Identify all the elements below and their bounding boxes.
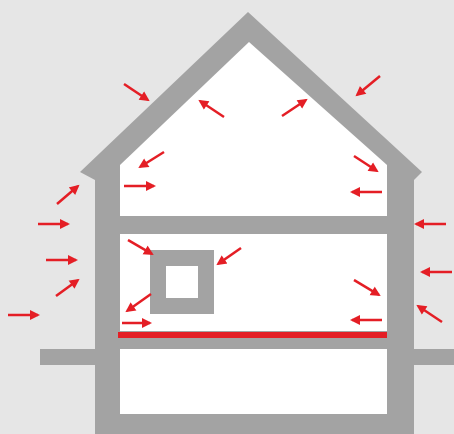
arrow-floor-right-top-heat-flow-arrow-icon — [353, 278, 381, 297]
arrow-attic-mid-left-heat-flow-arrow-icon — [138, 150, 165, 169]
ground-line-left — [40, 349, 98, 365]
arrow-attic-mid-right-heat-flow-arrow-icon — [353, 154, 379, 173]
arrow-floor-window-right-heat-flow-arrow-icon — [216, 246, 242, 266]
arrow-floor-window-bottom-heat-flow-arrow-icon — [125, 292, 152, 313]
basement-interior — [120, 349, 387, 414]
arrow-outside-left-1-heat-flow-arrow-icon — [56, 184, 80, 205]
floor-heating-line — [118, 332, 387, 338]
arrow-floor-window-top-heat-flow-arrow-icon — [127, 238, 154, 256]
arrow-outside-right-3-heat-flow-arrow-icon — [416, 304, 443, 324]
arrow-outside-left-4-heat-flow-arrow-icon — [55, 278, 80, 298]
arrow-outside-roof-right-heat-flow-arrow-icon — [355, 75, 381, 97]
ground-line-right — [406, 349, 454, 365]
arrow-attic-top-right-heat-flow-arrow-icon — [281, 98, 308, 118]
attic-interior — [120, 42, 387, 216]
arrow-attic-top-left-heat-flow-arrow-icon — [198, 99, 225, 119]
arrow-outside-roof-left-heat-flow-arrow-icon — [123, 82, 150, 102]
window-pane — [166, 266, 198, 298]
heat-flow-arrows — [8, 75, 452, 328]
